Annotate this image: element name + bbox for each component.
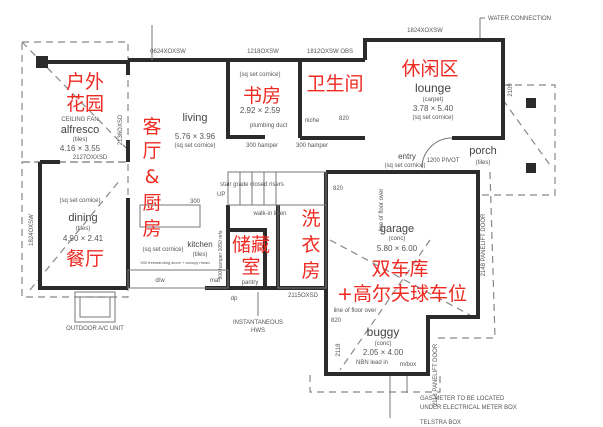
- finish: (carpet): [423, 97, 444, 103]
- gas-meter-label: GAS METER TO BE LOCATED: [420, 396, 505, 402]
- finish: (conc): [389, 236, 406, 242]
- room-size: 2.05 × 4.00: [363, 348, 404, 357]
- ceiling: (sq set cornice): [239, 72, 280, 78]
- finish: (tiles): [73, 137, 88, 143]
- ceiling: (sq set cornice): [384, 163, 425, 169]
- annotation-storage: 储藏: [232, 234, 270, 256]
- window-label: 1824XOXSW: [407, 28, 443, 34]
- window-label: 2109: [508, 83, 514, 97]
- stair-label: stair grade closed risers: [220, 182, 284, 188]
- door-label: 2127OXXSD: [73, 155, 108, 161]
- dimension-label: 300: [190, 199, 201, 205]
- plumbing-duct-label: plumbing duct: [250, 123, 288, 129]
- window-label: 1824OXSW: [29, 214, 35, 246]
- panelift-door-label: 2118 PANELIFT DOOR: [433, 343, 439, 406]
- room-size: 4.90 × 2.41: [63, 234, 104, 243]
- water-connection-label: WATER CONNECTION: [488, 16, 551, 22]
- ceiling: (sq set cornice): [412, 115, 453, 121]
- floor-over-label: line of floor over: [379, 189, 385, 232]
- downpipe-label: dp: [231, 296, 238, 302]
- ceiling: (sq set cornice): [142, 247, 183, 253]
- room-size: 4.16 × 3.55: [60, 144, 101, 153]
- room-name-garage: garage: [380, 223, 414, 235]
- room-name-alfresco: alfresco: [61, 124, 100, 136]
- room-name-kitchen: kitchen: [187, 240, 212, 249]
- annotation-laundry: 房: [301, 260, 320, 282]
- thin-lines: [74, 17, 485, 418]
- linen-label: walk-in linen: [252, 211, 286, 217]
- walls: [36, 38, 536, 376]
- pivot-door-label: 1200 PIVOT: [426, 158, 459, 164]
- room-name-entry: entry: [398, 152, 416, 161]
- room-size: 5.80 × 6.00: [377, 244, 418, 253]
- room-name-buggy: buggy: [367, 325, 400, 339]
- gas-meter-label: UNDER ELECTRICAL METER BOX: [420, 405, 517, 411]
- niche-label: niche: [305, 118, 320, 124]
- ceiling-fan-label: CEILING FAN: [61, 117, 98, 123]
- annotation-living-kitchen: 客: [142, 116, 161, 138]
- window-label: 0624XOXSW: [150, 49, 186, 55]
- window-label: 1812OXSW OBS: [307, 49, 353, 55]
- hws-label: INSTANTANEOUS: [233, 320, 283, 326]
- annotation-living-kitchen: 厅: [142, 140, 161, 162]
- plan-text: 0624XOXSW 1218OXSW 1812OXSW OBS 1824XOXS…: [29, 16, 551, 426]
- hws-label: HWS: [251, 328, 265, 334]
- annotation-garage: 双车库: [371, 258, 428, 280]
- telstra-box-label: TELSTRA BOX: [420, 420, 461, 426]
- chinese-annotations: 户外 花园 客 厅 & 厨 房 书房 卫生间 休闲区 餐厅 储藏 室 洗 衣 房…: [66, 58, 467, 305]
- room-name-porch: porch: [469, 145, 497, 157]
- ceiling: (sq set cornice): [59, 198, 100, 204]
- room-size: 3.78 × 5.40: [413, 104, 454, 113]
- annotation-laundry: 衣: [301, 234, 320, 256]
- room-size: 2.92 × 2.59: [240, 106, 281, 115]
- annotation-outdoor-garden: 花园: [66, 93, 104, 115]
- panelift-door-label: 2148 PANELIFT DOOR: [481, 213, 487, 276]
- annotation-storage: 室: [241, 256, 260, 278]
- room-name-lounge: lounge: [415, 81, 451, 95]
- ceiling: (sq set cornice): [174, 143, 215, 149]
- finish: (tiles): [76, 226, 91, 232]
- finish: (tiles): [193, 252, 208, 258]
- outdoor-ac-label: OUTDOOR A/C UNIT: [66, 326, 124, 332]
- stove-label: 900 freestanding stove + canopy rhead: [140, 260, 209, 265]
- meter-box-label: m/box: [400, 362, 416, 368]
- annotation-dining: 餐厅: [66, 248, 104, 270]
- door-size: 820: [333, 186, 344, 192]
- stud-label: 300 hamper 1050 refs: [218, 230, 224, 279]
- finish: (conc): [375, 341, 392, 347]
- hamper-label: 300 hamper: [296, 143, 328, 149]
- nbn-label: NBN lead in: [356, 360, 388, 366]
- door-size: 820: [339, 116, 350, 122]
- annotation-leisure: 休闲区: [401, 58, 458, 80]
- dishwasher-label: d/w: [155, 278, 165, 284]
- floor-over-label: line of floor over: [334, 308, 377, 314]
- room-name-living: living: [182, 112, 207, 124]
- door-size: 820: [331, 318, 342, 324]
- stair-direction: UP: [217, 192, 225, 198]
- finish: (tiles): [476, 160, 491, 166]
- annotation-living-kitchen: &: [145, 166, 160, 188]
- annotation-laundry: 洗: [301, 208, 320, 230]
- annotation-garage: +高尔夫球车位: [337, 283, 467, 305]
- annotation-living-kitchen: 厨: [142, 192, 161, 214]
- annotation-bathroom: 卫生间: [306, 73, 363, 95]
- room-size: 5.76 × 3.96: [175, 132, 216, 141]
- annotation-study: 书房: [243, 85, 281, 107]
- annotation-outdoor-garden: 户外: [66, 71, 104, 93]
- door-label: 2115OXSD: [288, 293, 319, 299]
- room-name-pantry: pantry: [242, 280, 259, 286]
- window-label: 2136OXSD: [118, 114, 124, 145]
- mat-label: mat: [210, 278, 220, 284]
- wall-dimension: 2118: [336, 343, 342, 357]
- annotation-living-kitchen: 房: [142, 218, 161, 240]
- hamper-label: 300 hamper: [246, 143, 278, 149]
- window-label: 1218OXSW: [247, 49, 279, 55]
- room-name-dining: dining: [68, 212, 97, 224]
